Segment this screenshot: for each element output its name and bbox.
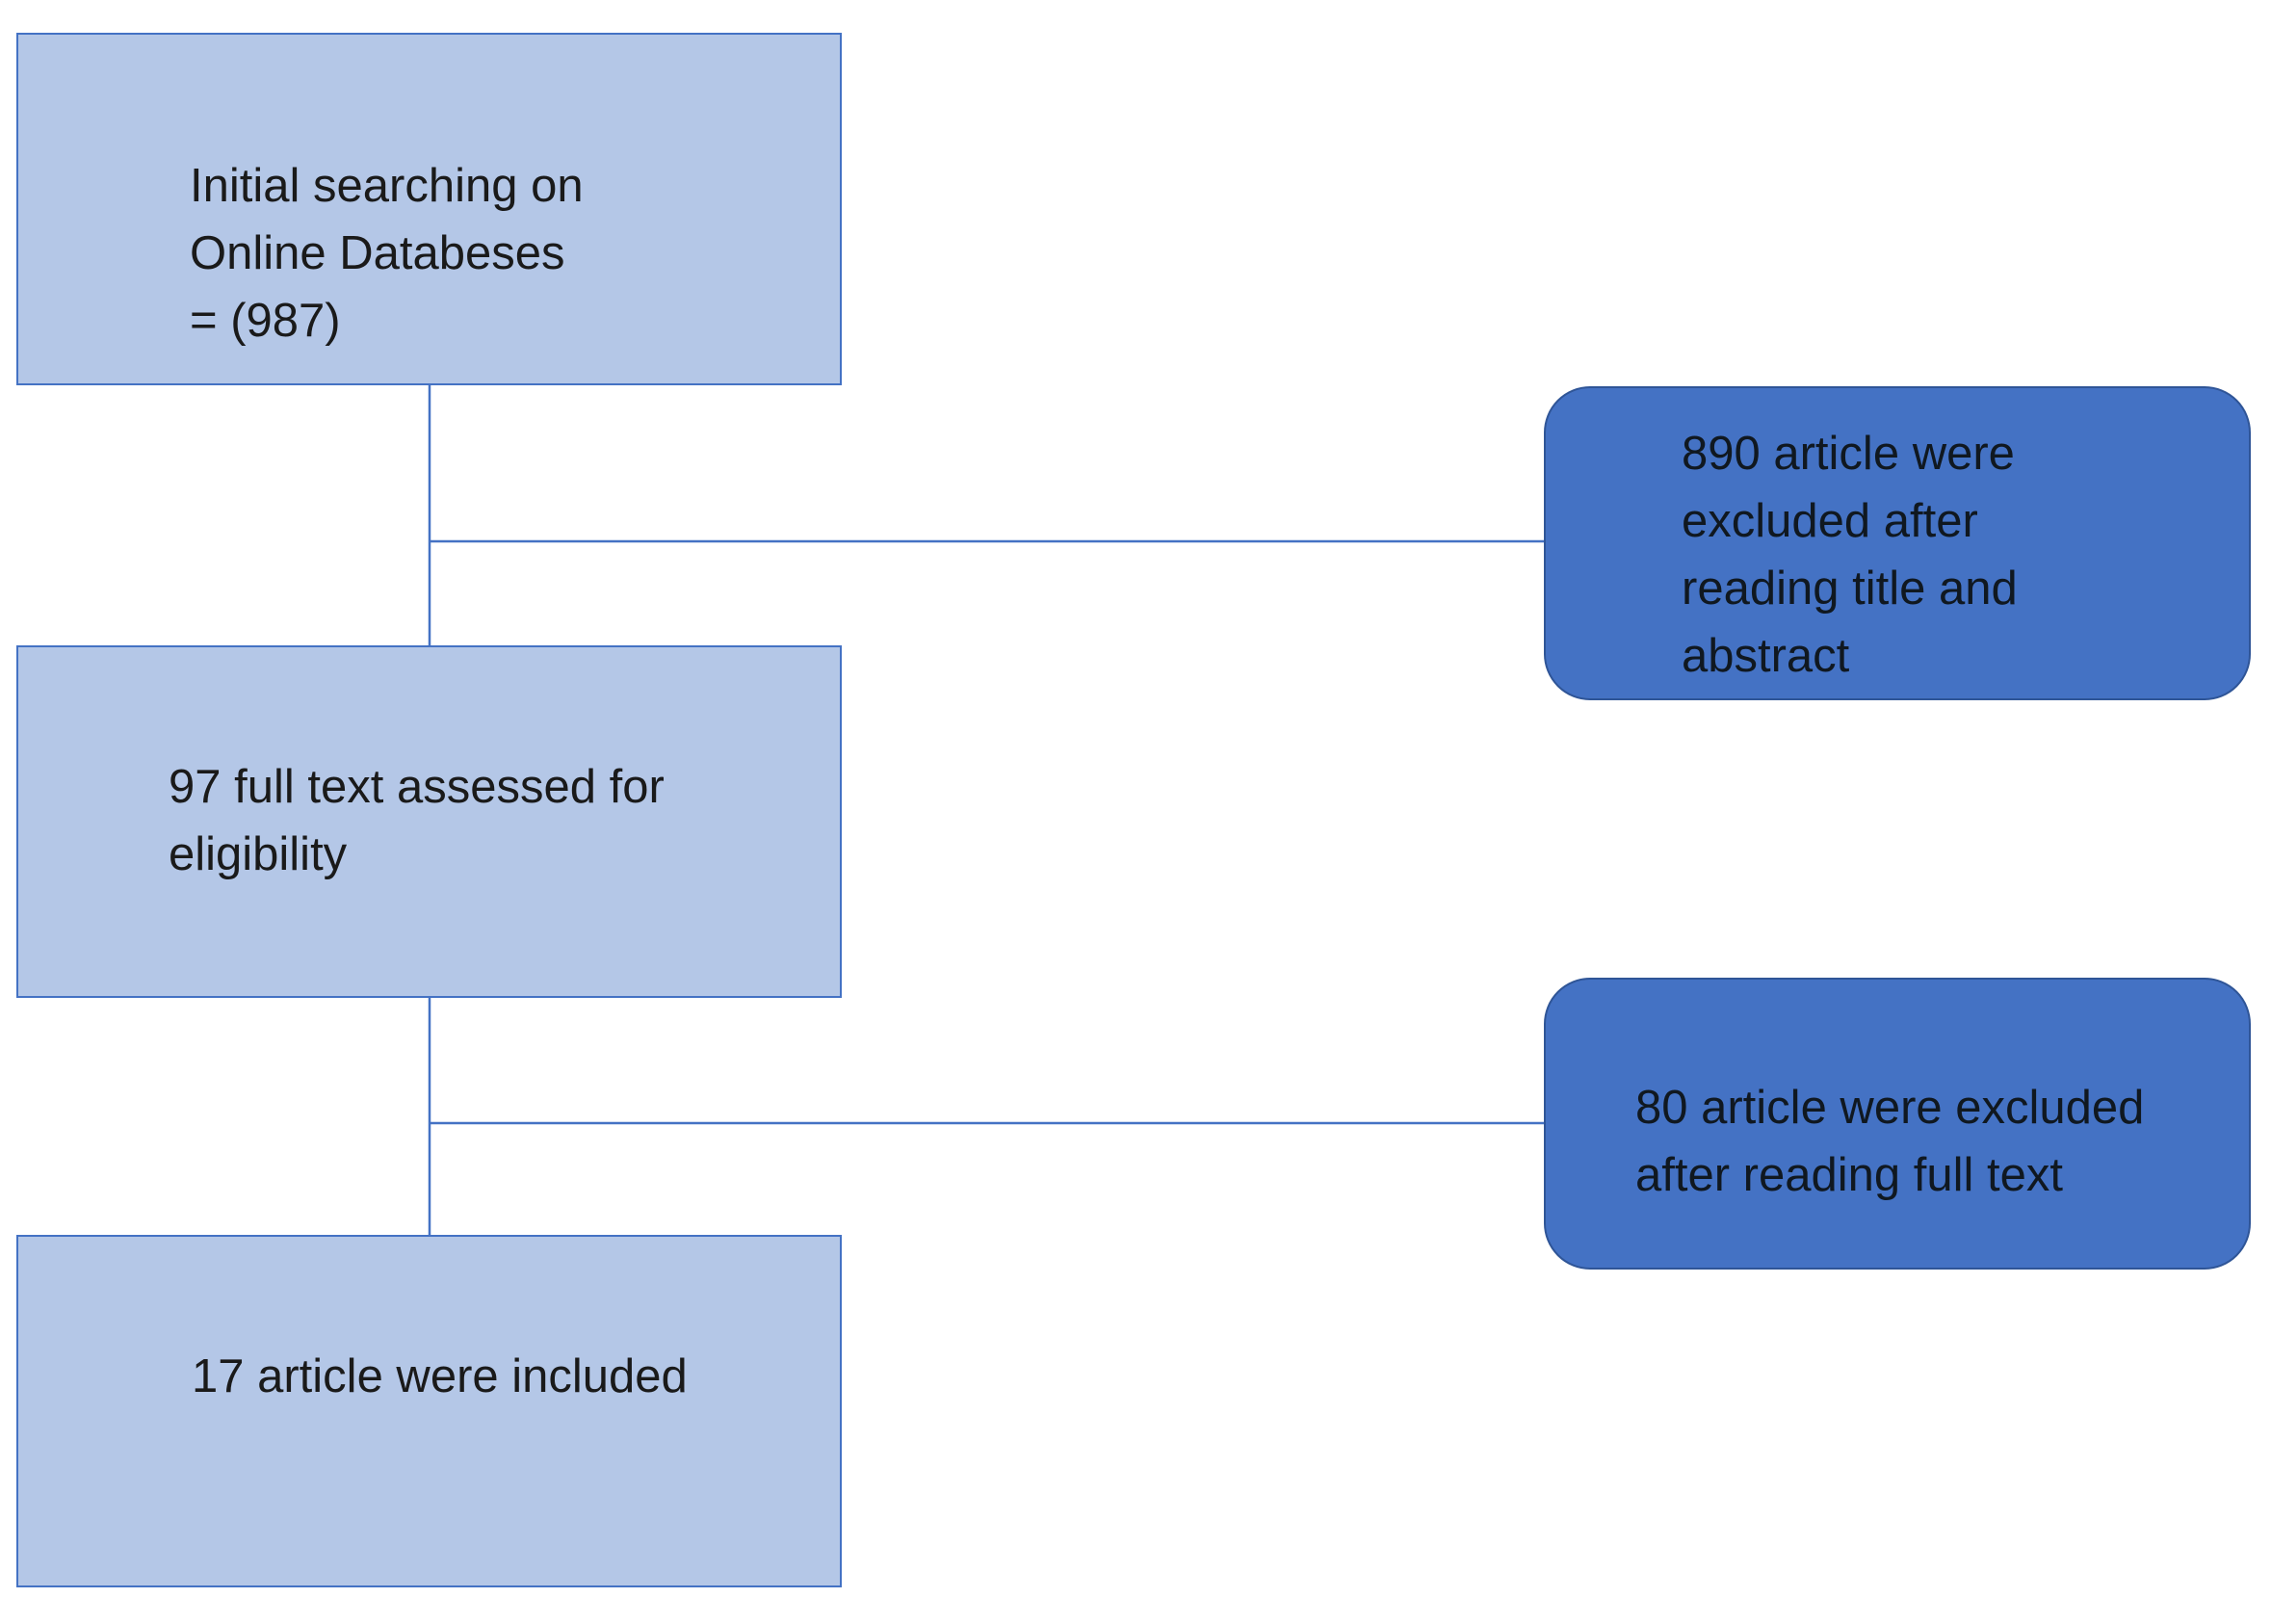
exclusion-full-text-label: 80 article were excluded after reading f… bbox=[1635, 1082, 2145, 1201]
exclusion-title-abstract: 890 article were excluded after reading … bbox=[1544, 386, 2251, 700]
stage-initial-search: Initial searching on Online Databeses = … bbox=[16, 33, 842, 385]
stage-full-text-assessed-label: 97 full text assessed for eligibility bbox=[169, 761, 665, 880]
stage-included: 17 article were included bbox=[16, 1235, 842, 1587]
stage-included-label: 17 article were included bbox=[192, 1350, 688, 1402]
exclusion-title-abstract-label: 890 article were excluded after reading … bbox=[1682, 428, 2018, 682]
stage-full-text-assessed: 97 full text assessed for eligibility bbox=[16, 645, 842, 998]
exclusion-full-text: 80 article were excluded after reading f… bbox=[1544, 978, 2251, 1270]
stage-initial-search-label: Initial searching on Online Databeses = … bbox=[190, 160, 584, 347]
